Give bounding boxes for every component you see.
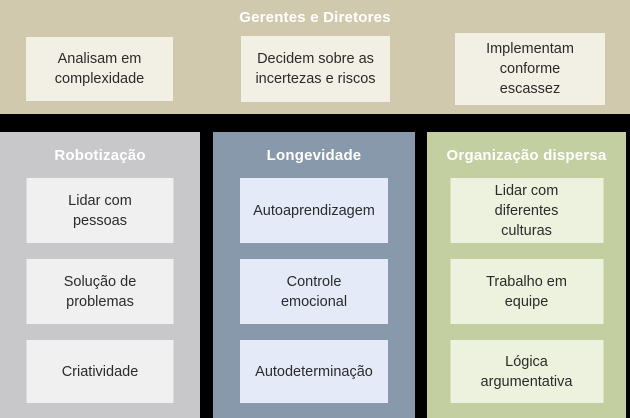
managers-box-decidem: Decidem sobre as incertezas e riscos	[241, 36, 390, 102]
column-organizacao-dispersa-title: Organização dispersa	[446, 147, 607, 164]
organizacao-box-logica-argumentativa: Lógica argumentativa	[450, 340, 603, 403]
robotizacao-box-solucao-de-problemas: Solução de problemas	[26, 259, 174, 324]
robotizacao-box-criatividade: Criatividade	[26, 340, 174, 403]
longevidade-box-autoaprendizagem: Autoaprendizagem	[240, 178, 388, 243]
longevidade-box-autodeterminacao: Autodeterminação	[240, 340, 388, 403]
column-robotizacao: Robotização Lidar com pessoas Solução de…	[0, 132, 200, 418]
column-organizacao-dispersa: Organização dispersa Lidar com diferente…	[427, 132, 626, 418]
managers-box-analisam: Analisam em complexidade	[26, 37, 173, 101]
managers-box-implementam: Implementam conforme escassez	[455, 33, 605, 105]
organizacao-box-lidar-diferentes-culturas: Lidar com diferentes culturas	[450, 178, 603, 243]
column-longevidade-title: Longevidade	[266, 147, 362, 164]
managers-section-title: Gerentes e Diretores	[239, 9, 391, 26]
managers-section: Gerentes e Diretores Analisam em complex…	[0, 0, 630, 114]
robotizacao-box-lidar-com-pessoas: Lidar com pessoas	[26, 178, 174, 243]
column-longevidade: Longevidade Autoaprendizagem Controle em…	[213, 132, 415, 418]
organizacao-box-trabalho-em-equipe: Trabalho em equipe	[450, 259, 603, 324]
longevidade-box-controle-emocional: Controle emocional	[240, 259, 388, 324]
column-robotizacao-title: Robotização	[54, 147, 146, 164]
